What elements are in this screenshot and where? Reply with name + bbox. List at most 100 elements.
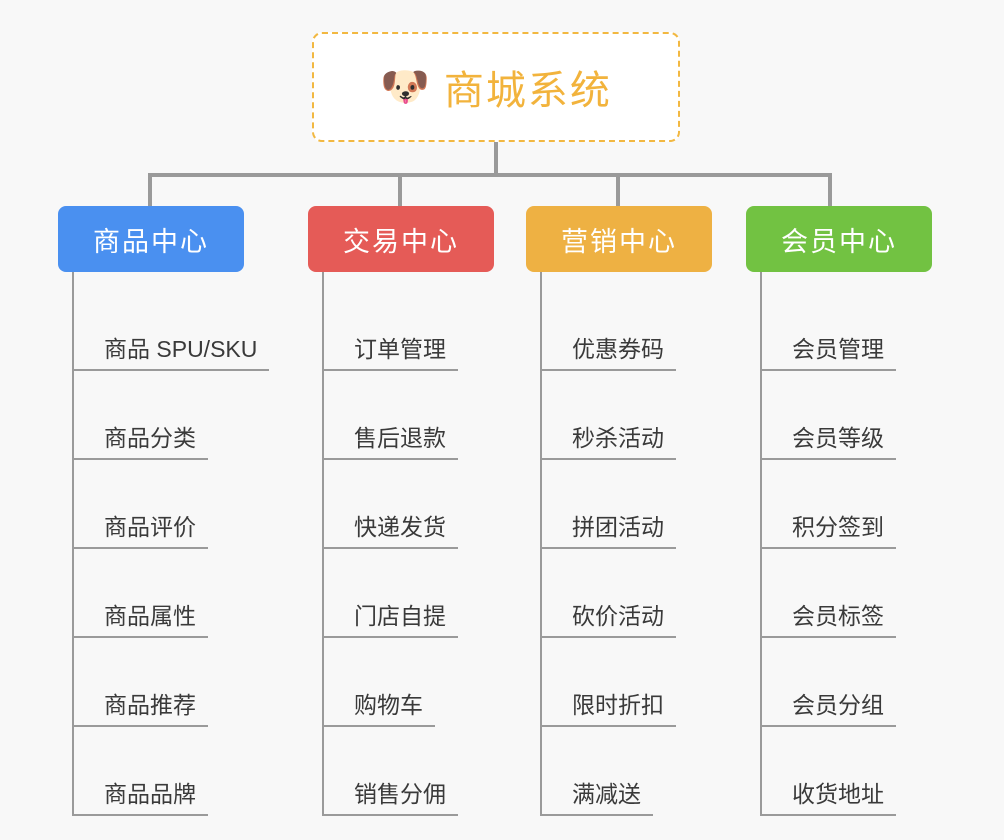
list-item[interactable]: 快递发货	[322, 460, 538, 549]
category-column-marketing: 营销中心 优惠券码 秒杀活动 拼团活动 砍价活动 限时折扣	[526, 206, 756, 816]
list-item[interactable]: 限时折扣	[540, 638, 756, 727]
connector-drop-2	[398, 173, 402, 208]
shiba-dog-face-icon: 🐶	[380, 65, 430, 109]
list-item[interactable]: 优惠券码	[540, 282, 756, 371]
list-item[interactable]: 商品评价	[72, 460, 288, 549]
category-label: 商品中心	[93, 226, 209, 257]
trunk-line	[760, 272, 762, 816]
leaf-label: 积分签到	[792, 514, 884, 540]
leaf-label: 收货地址	[792, 781, 884, 807]
root-title: 商城系统	[443, 69, 612, 113]
leaf-label: 会员等级	[792, 425, 884, 451]
connector-root-stem	[494, 142, 498, 176]
list-item[interactable]: 商品 SPU/SKU	[72, 282, 288, 371]
leaf-underline	[540, 725, 676, 727]
list-item[interactable]: 商品分类	[72, 371, 288, 460]
leaf-label: 商品分类	[104, 425, 196, 451]
category-label: 会员中心	[781, 226, 897, 257]
list-item[interactable]: 收货地址	[760, 727, 976, 816]
leaf-underline	[760, 547, 896, 549]
leaf-underline	[540, 814, 653, 816]
leaf-label: 销售分佣	[354, 781, 446, 807]
leaf-label: 会员管理	[792, 336, 884, 362]
leaf-label: 商品推荐	[104, 692, 196, 718]
list-item[interactable]: 会员标签	[760, 549, 976, 638]
leaf-underline	[72, 369, 269, 371]
list-item[interactable]: 商品品牌	[72, 727, 288, 816]
category-header-marketing[interactable]: 营销中心	[526, 206, 712, 272]
list-item[interactable]: 会员管理	[760, 282, 976, 371]
list-item[interactable]: 商品属性	[72, 549, 288, 638]
leaf-label: 购物车	[354, 692, 423, 718]
leaf-label: 商品品牌	[104, 781, 196, 807]
leaf-label: 砍价活动	[572, 603, 664, 629]
leaf-label: 秒杀活动	[572, 425, 664, 451]
list-item[interactable]: 订单管理	[322, 282, 538, 371]
list-item[interactable]: 会员分组	[760, 638, 976, 727]
leaf-label: 门店自提	[354, 603, 446, 629]
leaf-underline	[322, 636, 458, 638]
list-item[interactable]: 商品推荐	[72, 638, 288, 727]
leaf-underline	[760, 636, 896, 638]
leaf-underline	[760, 814, 896, 816]
list-item[interactable]: 拼团活动	[540, 460, 756, 549]
leaf-label: 售后退款	[354, 425, 446, 451]
category-column-product: 商品中心 商品 SPU/SKU 商品分类 商品评价 商品属性 商品推荐	[58, 206, 288, 816]
category-column-trade: 交易中心 订单管理 售后退款 快递发货 门店自提 购物车	[308, 206, 538, 816]
list-item[interactable]: 售后退款	[322, 371, 538, 460]
list-item[interactable]: 购物车	[322, 638, 538, 727]
list-item[interactable]: 会员等级	[760, 371, 976, 460]
leaf-underline	[540, 547, 676, 549]
trunk-line	[72, 272, 74, 816]
leaf-label: 优惠券码	[572, 336, 664, 362]
list-item[interactable]: 销售分佣	[322, 727, 538, 816]
leaf-label: 拼团活动	[572, 514, 664, 540]
leaf-underline	[322, 725, 435, 727]
leaf-list-member: 会员管理 会员等级 积分签到 会员标签 会员分组 收货地址	[760, 272, 976, 816]
leaf-underline	[322, 458, 458, 460]
leaf-underline	[760, 369, 896, 371]
leaf-underline	[322, 814, 458, 816]
list-item[interactable]: 砍价活动	[540, 549, 756, 638]
category-label: 营销中心	[561, 226, 677, 257]
leaf-underline	[540, 636, 676, 638]
list-item[interactable]: 满减送	[540, 727, 756, 816]
category-column-member: 会员中心 会员管理 会员等级 积分签到 会员标签 会员分组	[746, 206, 976, 816]
leaf-label: 满减送	[572, 781, 641, 807]
leaf-list-product: 商品 SPU/SKU 商品分类 商品评价 商品属性 商品推荐 商品品牌	[72, 272, 288, 816]
connector-drop-4	[828, 173, 832, 208]
connector-drop-3	[616, 173, 620, 208]
list-item[interactable]: 门店自提	[322, 549, 538, 638]
root-node[interactable]: 🐶 商城系统	[312, 32, 680, 142]
leaf-list-trade: 订单管理 售后退款 快递发货 门店自提 购物车 销售分佣	[322, 272, 538, 816]
category-label: 交易中心	[343, 226, 459, 257]
leaf-label: 快递发货	[354, 514, 446, 540]
category-header-product[interactable]: 商品中心	[58, 206, 244, 272]
leaf-label: 会员分组	[792, 692, 884, 718]
leaf-underline	[760, 458, 896, 460]
trunk-line	[540, 272, 542, 816]
leaf-label: 订单管理	[354, 336, 446, 362]
connector-horizontal-bus	[148, 173, 832, 177]
leaf-underline	[760, 725, 896, 727]
leaf-list-marketing: 优惠券码 秒杀活动 拼团活动 砍价活动 限时折扣 满减送	[540, 272, 756, 816]
category-header-trade[interactable]: 交易中心	[308, 206, 494, 272]
leaf-label: 商品属性	[104, 603, 196, 629]
leaf-underline	[72, 636, 208, 638]
list-item[interactable]: 秒杀活动	[540, 371, 756, 460]
leaf-label: 会员标签	[792, 603, 884, 629]
leaf-underline	[540, 369, 676, 371]
connector-drop-1	[148, 173, 152, 208]
leaf-label: 商品 SPU/SKU	[104, 336, 258, 362]
leaf-label: 商品评价	[104, 514, 196, 540]
leaf-underline	[540, 458, 676, 460]
leaf-underline	[72, 725, 208, 727]
category-header-member[interactable]: 会员中心	[746, 206, 932, 272]
leaf-underline	[322, 369, 458, 371]
list-item[interactable]: 积分签到	[760, 460, 976, 549]
leaf-label: 限时折扣	[572, 692, 664, 718]
leaf-underline	[72, 458, 208, 460]
leaf-underline	[72, 814, 208, 816]
leaf-underline	[72, 547, 208, 549]
